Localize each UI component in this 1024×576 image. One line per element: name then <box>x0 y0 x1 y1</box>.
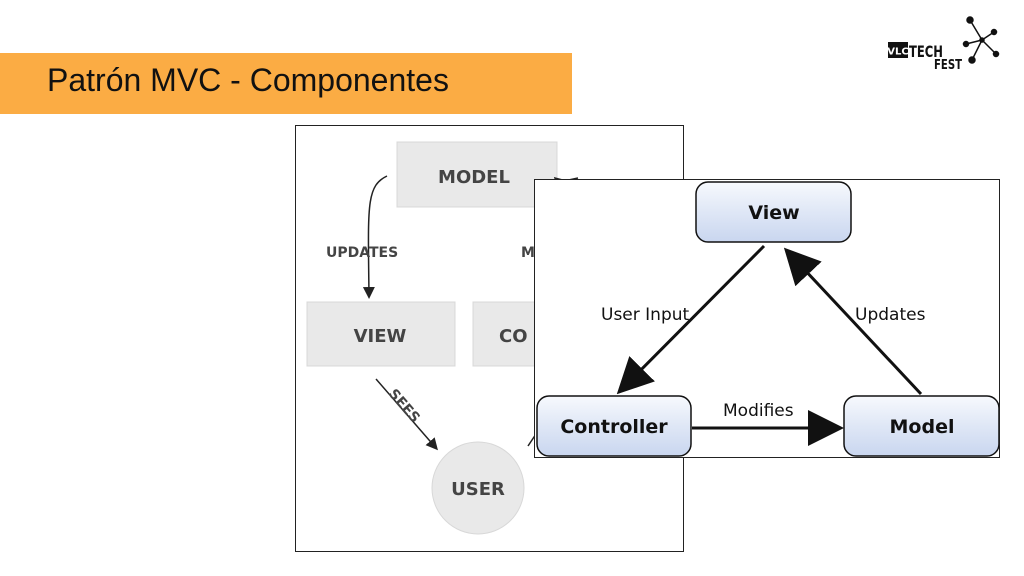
slide-title: Patrón MVC - Componentes <box>47 62 449 98</box>
front-node-view: View <box>695 181 852 243</box>
front-controller-box <box>536 395 692 457</box>
front-modifies-label: Modifies <box>723 401 794 421</box>
back-node-view: VIEW <box>306 301 456 367</box>
back-updates-label: UPDATES <box>326 245 398 261</box>
back-model-box <box>396 141 558 208</box>
front-updates-label: Updates <box>855 305 926 325</box>
logo-tech-text: TECH <box>909 42 943 61</box>
back-user-label: USER <box>451 479 505 500</box>
front-model-box <box>843 395 999 457</box>
front-node-controller: Controller <box>536 395 692 457</box>
back-manipulates-label-partial: M <box>521 245 535 261</box>
logo-network-icon <box>962 16 1000 64</box>
front-node-model: Model <box>843 395 999 457</box>
back-view-box <box>306 301 456 367</box>
back-sees-label: SEES <box>385 386 423 426</box>
back-updates-arrow <box>362 175 388 299</box>
front-user-input-arrow <box>616 244 766 395</box>
title-bar <box>0 53 572 114</box>
front-controller-label: Controller <box>560 416 668 438</box>
mvc-diagram-front: View Controller Model User Input Updates… <box>534 179 1000 458</box>
front-view-label: View <box>748 202 799 224</box>
front-user-input-label: User Input <box>601 305 690 325</box>
back-view-label: VIEW <box>354 326 407 347</box>
back-controller-label-partial: CO <box>499 326 528 347</box>
back-model-label: MODEL <box>438 167 510 188</box>
logo-vlc-block <box>888 42 908 58</box>
front-model-label: Model <box>890 416 955 438</box>
back-sees-arrow <box>375 378 438 451</box>
back-node-user: USER <box>431 441 525 535</box>
logo-vlc-text: VLC <box>887 47 908 58</box>
vlctechfest-logo: VLC TECH FEST <box>887 16 1000 73</box>
back-user-circle <box>431 441 525 535</box>
logo-fest-text: FEST <box>934 58 962 73</box>
back-node-model: MODEL <box>396 141 558 208</box>
front-view-box <box>695 181 852 243</box>
front-updates-arrow <box>783 247 923 396</box>
